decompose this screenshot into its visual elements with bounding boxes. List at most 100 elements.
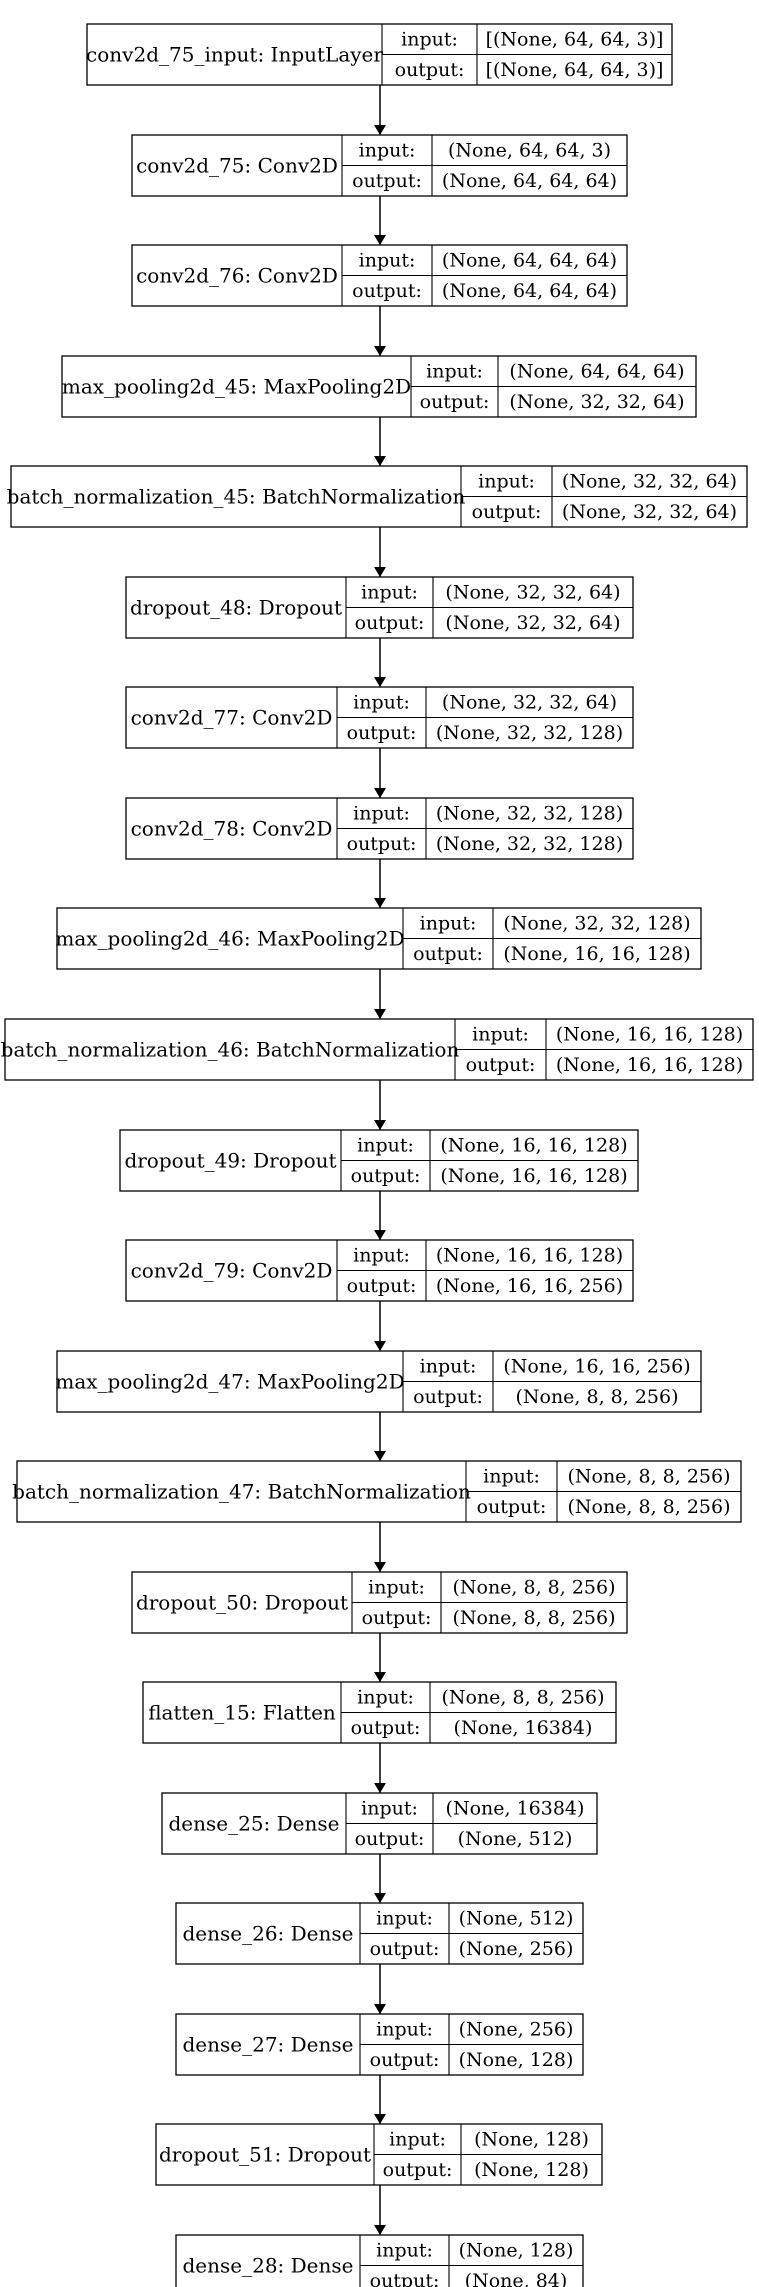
output-shape: (None, 64, 64, 64) bbox=[442, 280, 617, 302]
layer-node: max_pooling2d_45: MaxPooling2D input: outp… bbox=[61, 355, 697, 418]
layer-name: dense_27: Dense bbox=[182, 2033, 353, 2057]
layer-name: conv2d_75: Conv2D bbox=[136, 154, 338, 178]
input-shape: (None, 128) bbox=[474, 2128, 589, 2150]
input-label: input: bbox=[389, 2128, 446, 2150]
input-label: input: bbox=[426, 360, 483, 382]
input-shape: (None, 16, 16, 256) bbox=[503, 1355, 690, 1377]
layer-node: dropout_51: Dropout input: output: (None, 1… bbox=[155, 2123, 603, 2186]
output-shape: (None, 8, 8, 256) bbox=[515, 1386, 678, 1408]
output-label: output: bbox=[477, 1496, 547, 1518]
layer-name: conv2d_79: Conv2D bbox=[131, 1259, 333, 1283]
layer-node: conv2d_78: Conv2D input: output: (None, 32,… bbox=[125, 797, 634, 860]
layer-name: conv2d_75_input: InputLayer bbox=[86, 43, 383, 67]
output-shape: (None, 256) bbox=[459, 1938, 574, 1960]
layer-node: max_pooling2d_46: MaxPooling2Dinput:outp… bbox=[55, 907, 702, 970]
layer-name: conv2d_78: Conv2D bbox=[131, 817, 333, 841]
layer-name: flatten_15: Flatten bbox=[148, 1701, 336, 1725]
input-shape: [(None, 64, 64, 3)] bbox=[486, 28, 664, 50]
output-label: output: bbox=[466, 1054, 536, 1076]
output-label: output: bbox=[347, 1275, 417, 1297]
output-shape: (None, 32, 32, 128) bbox=[436, 833, 623, 855]
input-label: input: bbox=[401, 28, 458, 50]
output-shape: (None, 32, 32, 64) bbox=[562, 501, 737, 523]
output-shape: (None, 16, 16, 128) bbox=[556, 1054, 743, 1076]
input-shape: (None, 32, 32, 128) bbox=[503, 912, 690, 934]
output-label: output: bbox=[352, 280, 422, 302]
input-shape: (None, 128) bbox=[459, 2239, 574, 2261]
input-label: input: bbox=[368, 1576, 425, 1598]
output-shape: (None, 16, 16, 128) bbox=[503, 943, 690, 965]
output-label: output: bbox=[413, 1386, 483, 1408]
output-shape: (None, 16384) bbox=[454, 1717, 593, 1739]
input-label: input: bbox=[359, 249, 416, 271]
output-label: output: bbox=[395, 59, 465, 81]
input-shape: (None, 32, 32, 128) bbox=[436, 802, 623, 824]
input-label: input: bbox=[357, 1686, 414, 1708]
layer-node: dense_25: Dense input: output: (None, 16384… bbox=[161, 1792, 598, 1855]
layer-name: conv2d_77: Conv2D bbox=[131, 706, 333, 730]
output-label: output: bbox=[355, 612, 425, 634]
input-shape: (None, 32, 32, 64) bbox=[445, 581, 620, 603]
layer-node: flatten_15: Flatten input: output: (None, 8… bbox=[142, 1681, 617, 1744]
output-shape: (None, 8, 8, 256) bbox=[567, 1496, 730, 1518]
output-label: output: bbox=[370, 1938, 440, 1960]
input-shape: (None, 512) bbox=[459, 1907, 574, 1929]
layer-name: batch_normalization_47: BatchNormalizati… bbox=[12, 1480, 471, 1504]
input-shape: (None, 256) bbox=[459, 2018, 574, 2040]
layer-name: batch_normalization_45: BatchNormalizati… bbox=[7, 485, 466, 509]
output-label: output: bbox=[370, 2270, 440, 2287]
layer-name: dense_26: Dense bbox=[182, 1922, 353, 1946]
input-shape: (None, 8, 8, 256) bbox=[452, 1576, 615, 1598]
layer-name: dense_28: Dense bbox=[182, 2254, 353, 2278]
output-label: output: bbox=[383, 2159, 453, 2181]
input-shape: (None, 16384) bbox=[446, 1797, 585, 1819]
input-label: input: bbox=[361, 581, 418, 603]
output-label: output: bbox=[351, 1717, 421, 1739]
output-label: output: bbox=[347, 722, 417, 744]
input-shape: (None, 16, 16, 128) bbox=[436, 1244, 623, 1266]
input-shape: (None, 16, 16, 128) bbox=[556, 1023, 743, 1045]
layer-node: batch_normalization_46: BatchNormalizati… bbox=[1, 1018, 754, 1081]
output-shape: (None, 84) bbox=[465, 2270, 568, 2287]
output-shape: (None, 16, 16, 256) bbox=[436, 1275, 623, 1297]
layer-name: dropout_51: Dropout bbox=[159, 2143, 371, 2167]
layer-name: dropout_48: Dropout bbox=[130, 596, 342, 620]
layer-node: dense_26: Dense input: output: (None, 512) (… bbox=[175, 1902, 584, 1965]
layer-name: max_pooling2d_46: MaxPooling2D bbox=[55, 927, 404, 951]
output-shape: (None, 128) bbox=[459, 2049, 574, 2071]
input-label: input: bbox=[472, 1023, 529, 1045]
output-label: output: bbox=[355, 1828, 425, 1850]
input-label: input: bbox=[353, 802, 410, 824]
output-shape: (None, 16, 16, 128) bbox=[440, 1165, 627, 1187]
output-shape: (None, 512) bbox=[458, 1828, 573, 1850]
layer-name: dense_25: Dense bbox=[168, 1812, 339, 1836]
layer-name: max_pooling2d_45: MaxPooling2D bbox=[62, 375, 411, 399]
input-label: input: bbox=[478, 470, 535, 492]
input-shape: (None, 16, 16, 128) bbox=[440, 1134, 627, 1156]
output-shape: [(None, 64, 64, 3)] bbox=[486, 59, 664, 81]
output-shape: (None, 32, 32, 64) bbox=[445, 612, 620, 634]
input-label: input: bbox=[361, 1797, 418, 1819]
input-shape: (None, 8, 8, 256) bbox=[441, 1686, 604, 1708]
output-label: output: bbox=[413, 943, 483, 965]
input-shape: (None, 8, 8, 256) bbox=[567, 1465, 730, 1487]
layer-node: dropout_48: Dropout input: output: (None, 3… bbox=[125, 576, 634, 639]
input-label: input: bbox=[420, 1355, 477, 1377]
input-label: input: bbox=[376, 1907, 433, 1929]
output-shape: (None, 32, 32, 64) bbox=[509, 391, 684, 413]
input-shape: (None, 64, 64, 64) bbox=[442, 249, 617, 271]
layer-box bbox=[16, 1460, 742, 1523]
layer-name: dropout_49: Dropout bbox=[124, 1149, 336, 1173]
output-label: output: bbox=[362, 1607, 432, 1629]
output-label: output: bbox=[347, 833, 417, 855]
input-label: input: bbox=[357, 1134, 414, 1156]
output-label: output: bbox=[472, 501, 542, 523]
output-label: output: bbox=[420, 391, 490, 413]
